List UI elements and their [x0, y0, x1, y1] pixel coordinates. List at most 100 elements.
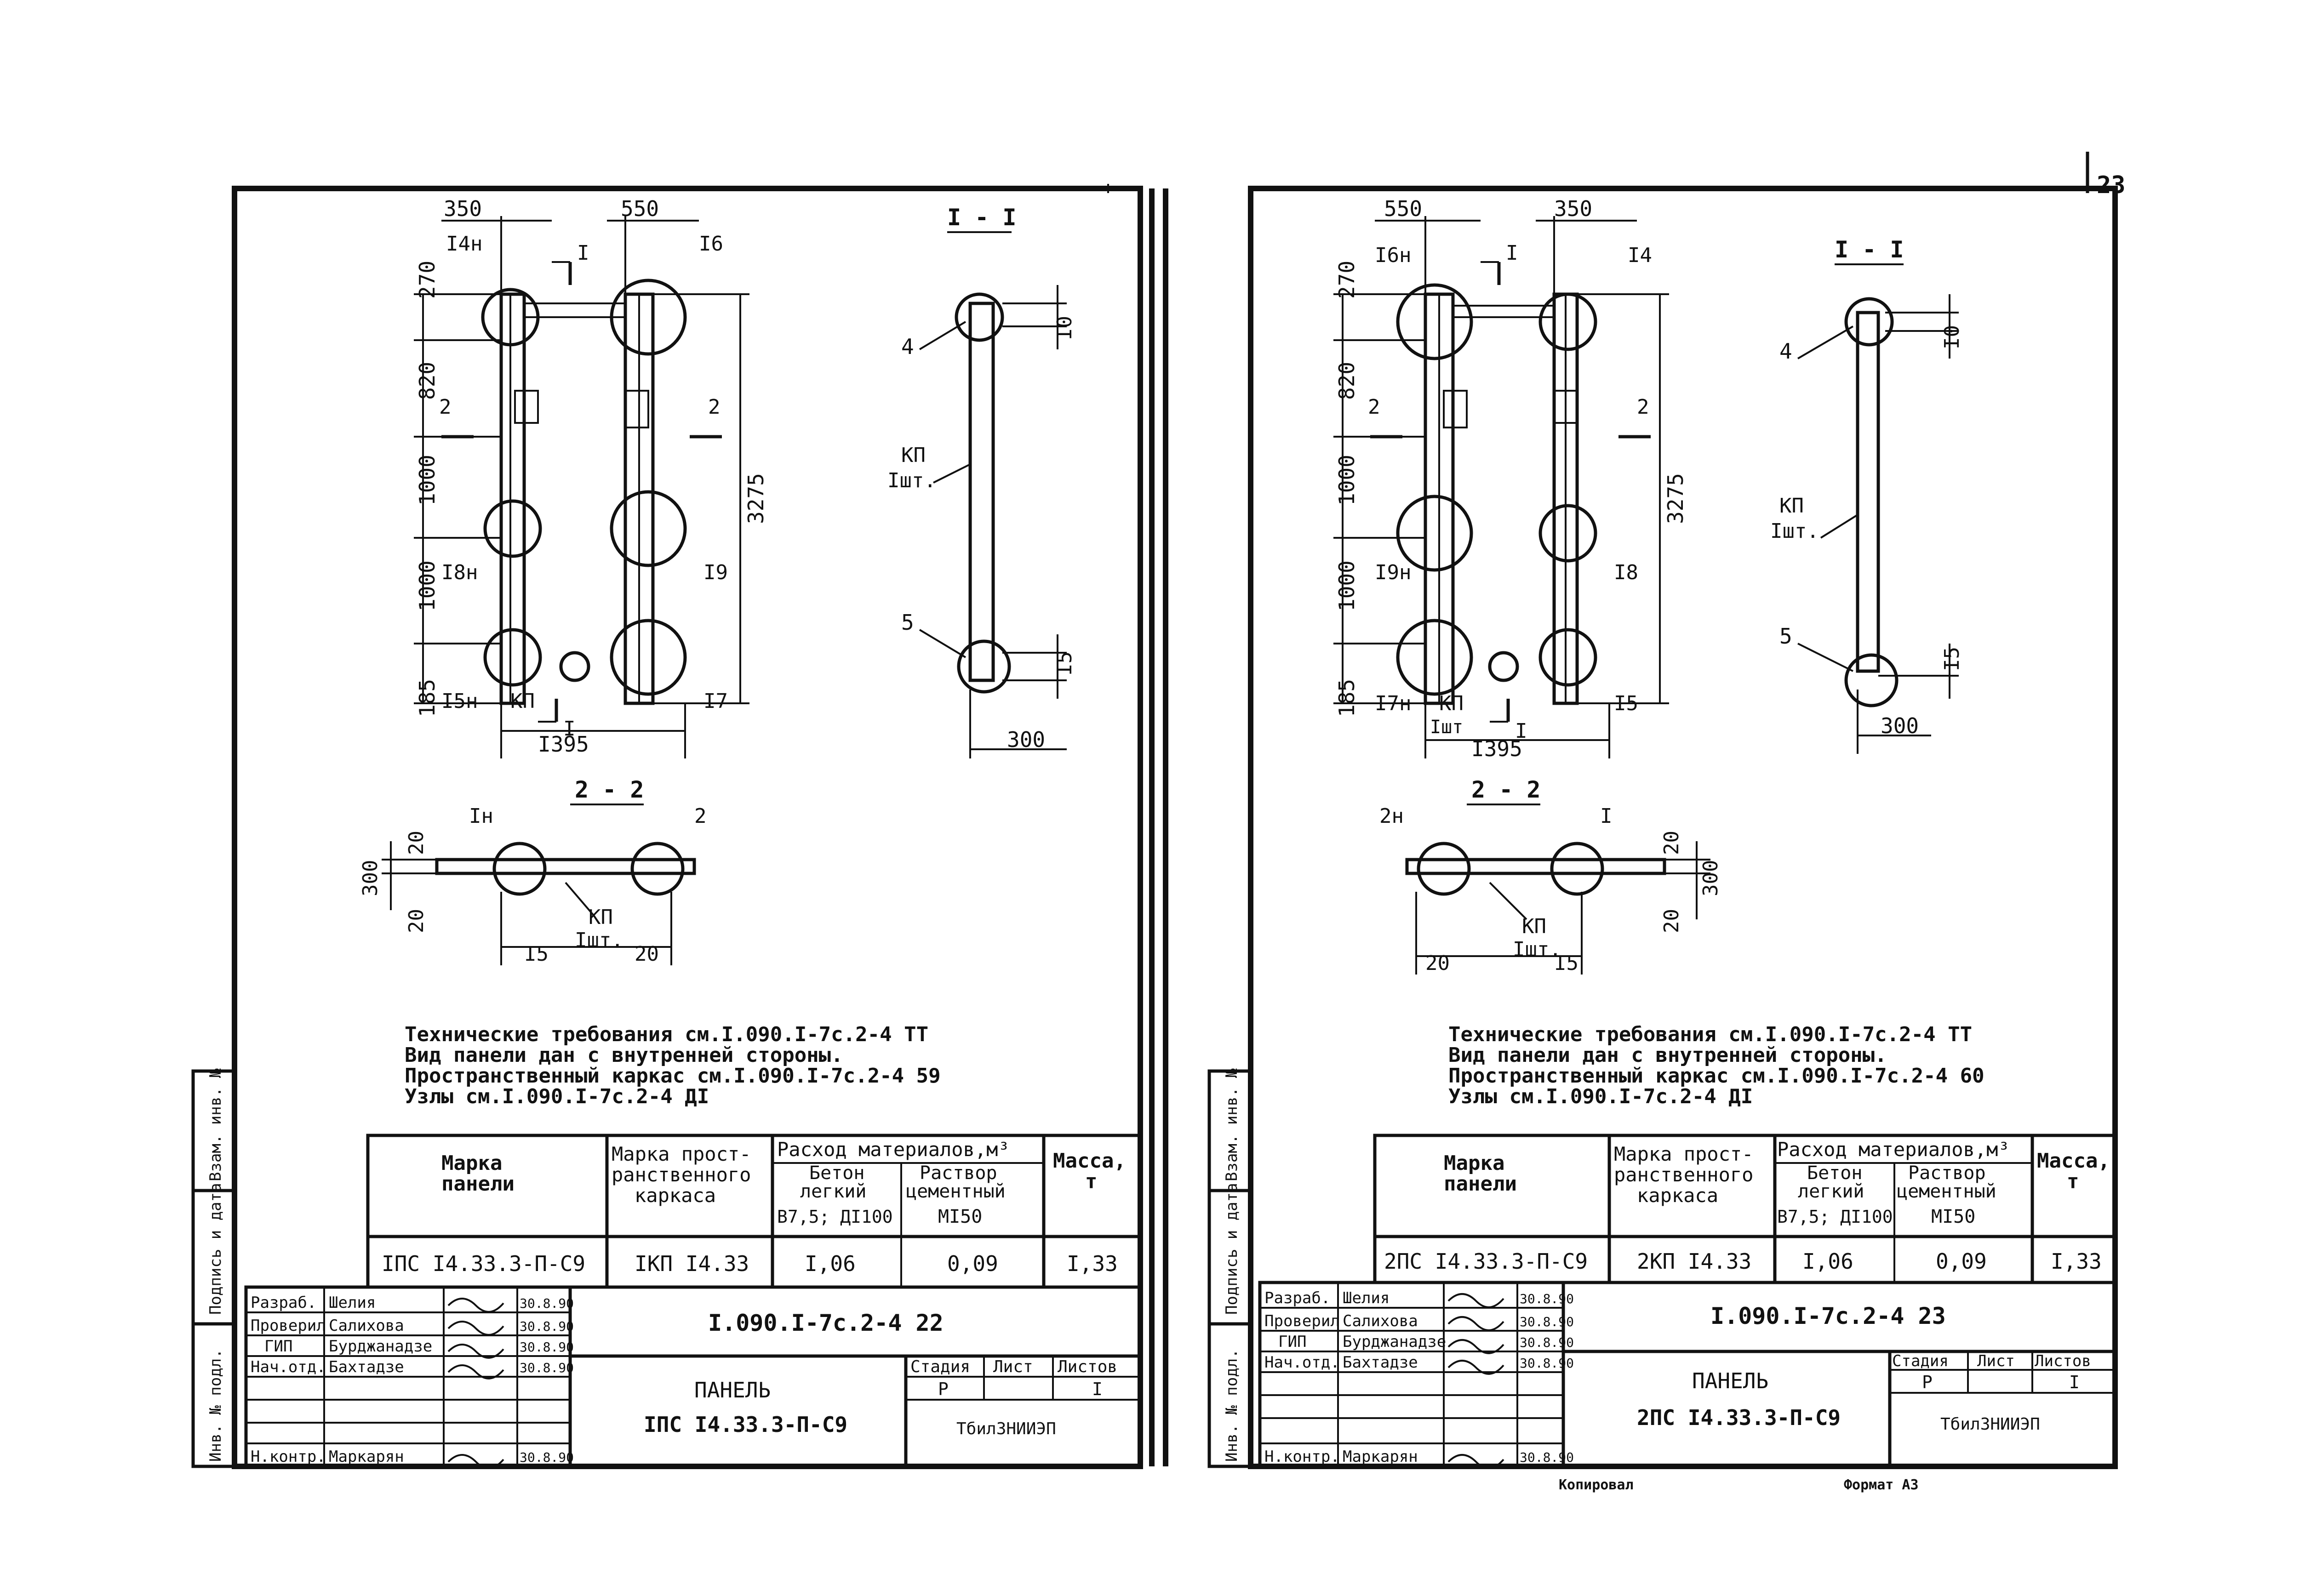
stamp-date: 30.8.90 [520, 1296, 574, 1311]
stamp-role: ГИП [264, 1337, 292, 1356]
stamp-header: Стадия [910, 1357, 970, 1376]
dim-width: I395 [538, 732, 589, 757]
side-label: Инв. № подл. [1223, 1349, 1241, 1462]
stamp-name: Бахтадзе [329, 1358, 404, 1376]
section-title: 2 - 2 [1471, 776, 1541, 803]
footer-copied: Копировал [1559, 1477, 1634, 1493]
left-sheet: 350 550 270 820 1000 1000 185 3275 I395 … [191, 184, 1143, 1469]
left-title-block: Разраб. Проверил ГИП Нач.отд. Н.контр. Ш… [244, 1285, 1142, 1469]
kp-qty: Iшт [1430, 717, 1463, 738]
section-title: I - I [947, 204, 1017, 231]
node-label: 2н [1379, 804, 1404, 828]
organization: ТбилЗНИИЭП [956, 1419, 1056, 1438]
stamp-date: 30.8.90 [520, 1450, 574, 1465]
node-label: I6н [1375, 244, 1411, 267]
signature [447, 1321, 504, 1336]
side-label: Инв. № подл. [206, 1349, 225, 1462]
signature [1447, 1316, 1504, 1331]
node-label: I6 [699, 232, 723, 256]
kp-label: КП [1439, 692, 1464, 715]
left-section-I: I - I I0 I5 300 4 5 КП Iшт. [887, 204, 1076, 758]
callout: 4 [901, 334, 914, 359]
left-section-2: 2 - 2 300 20 20 I5 20 Iн 2 КП Iшт. [359, 776, 707, 966]
dim-left-3: 1000 [415, 455, 440, 506]
table-cell: I,06 [805, 1251, 856, 1276]
header-cell: т [2067, 1170, 2079, 1193]
header-cell: В7,5; ДI100 [1777, 1207, 1893, 1227]
dim-left-5: 185 [1334, 679, 1359, 717]
header-cell: цементный [906, 1181, 1006, 1202]
dim-top-left: 350 [444, 196, 482, 221]
note-line: Узлы см.I.090.I-7с.2-4 ДI [1448, 1085, 1753, 1108]
right-materials-table: Марка панели Марка прост- ранственного к… [1373, 1134, 2117, 1284]
node-label: I9 [703, 561, 728, 584]
node-label: I5 [1614, 692, 1638, 715]
header-cell: Расход материалов,м³ [777, 1138, 1010, 1161]
header-cell: легкий [800, 1181, 867, 1202]
panel-mark: IПС I4.33.3-П-С9 [644, 1412, 847, 1437]
section-mark-2: 2 [1368, 395, 1380, 419]
dim: 300 [359, 860, 382, 896]
stamp-role: ГИП [1278, 1333, 1306, 1351]
dim: 20 [1425, 952, 1450, 975]
dim: 20 [405, 831, 428, 855]
side-label: Подпись и дата [1223, 1183, 1241, 1315]
section-mark-2: 2 [708, 395, 721, 419]
left-materials-table: Марка панели Марка прост- ранственного к… [366, 1134, 1142, 1289]
section-mark: I [1506, 241, 1518, 265]
table-cell: 0,09 [947, 1251, 998, 1276]
stamp-name: Маркарян [329, 1448, 404, 1466]
table-cell: 2КП I4.33 [1637, 1249, 1751, 1274]
drawing-title: ПАНЕЛЬ [694, 1378, 771, 1402]
signature [1447, 1454, 1504, 1469]
node-label: I9н [1375, 561, 1411, 584]
header-cell: Расход материалов,м³ [1777, 1138, 2010, 1161]
table-cell: I,33 [2051, 1249, 2102, 1274]
stamp-name: Салихова [329, 1317, 404, 1335]
side-label: Взам. инв. № [206, 1068, 225, 1181]
signature [1447, 1360, 1504, 1375]
dim: I5 [1940, 647, 1964, 671]
dim-left-4: 1000 [415, 560, 440, 611]
dim-top-left: 550 [1384, 196, 1422, 221]
callout: 4 [1779, 339, 1792, 364]
side-label: Взам. инв. № [1223, 1068, 1241, 1181]
stamp-name: Салихова [1343, 1312, 1418, 1330]
left-notes: Технические требования см.I.090.I-7с.2-4… [405, 1023, 941, 1108]
signature [447, 1298, 504, 1313]
stamp-name: Бахтадзе [1343, 1353, 1418, 1372]
table-cell: 2ПС I4.33.3-П-С9 [1384, 1249, 1588, 1274]
stamp-date: 30.8.90 [1520, 1335, 1574, 1350]
right-notes: Технические требования см.I.090.I-7с.2-4… [1448, 1023, 1984, 1108]
dim-left-2: 820 [1334, 362, 1359, 400]
table-cell: I,33 [1067, 1251, 1118, 1276]
kp-label: КП [901, 444, 926, 467]
kp-label: КП [1522, 915, 1546, 938]
kp-label: КП [510, 690, 535, 713]
kp-qty: Iшт. [575, 929, 623, 952]
stamp-name: Шелия [329, 1294, 376, 1312]
dim: 300 [1007, 727, 1045, 752]
stamp-role: Проверил [1264, 1312, 1340, 1330]
dim: I0 [1053, 316, 1076, 340]
header-cell: каркаса [1637, 1184, 1718, 1207]
dim: I5 [1554, 952, 1578, 975]
sheets-value: I [2069, 1372, 2080, 1392]
panel-mark: 2ПС I4.33.3-П-С9 [1637, 1405, 1841, 1430]
stamp-name: Маркарян [1343, 1448, 1418, 1466]
kp-qty: Iшт. [887, 469, 936, 492]
section-mark: I [563, 717, 576, 741]
dim: I0 [1940, 325, 1964, 349]
left-panel-view: 350 550 270 820 1000 1000 185 3275 I395 … [414, 196, 768, 758]
footer-format: Формат А3 [1844, 1477, 1919, 1493]
stamp-role: Нач.отд. [1264, 1353, 1340, 1372]
stamp-name: Бурджанадзе [1343, 1333, 1446, 1351]
header-cell: Марка [441, 1151, 502, 1175]
side-label: Подпись и дата [206, 1183, 225, 1315]
right-section-I: I - I I0 I5 300 4 5 КП Iшт. [1770, 236, 1964, 754]
header-cell: Марка прост- [612, 1143, 751, 1165]
header-cell: каркаса [635, 1184, 716, 1207]
dim-left-2: 820 [415, 362, 440, 400]
stamp-name: Бурджанадзе [329, 1337, 432, 1356]
header-cell: МI50 [938, 1206, 982, 1227]
